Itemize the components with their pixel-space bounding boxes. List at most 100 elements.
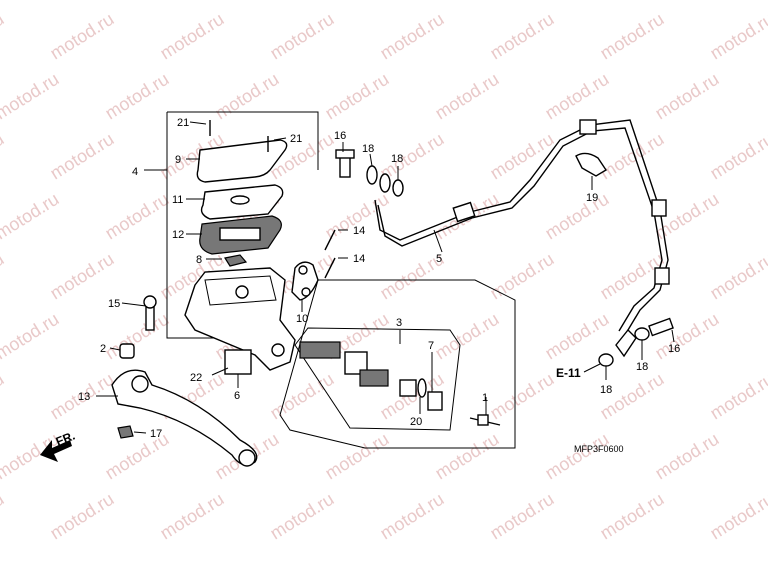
watermark-text: motod.ru <box>102 189 173 244</box>
callout-21-left: 21 <box>177 117 189 129</box>
bolt-14-lower <box>324 257 336 279</box>
watermark-text: motod.ru <box>707 369 768 424</box>
clutch-lever <box>111 369 258 466</box>
watermark-text: motod.ru <box>707 489 768 544</box>
callout-10: 10 <box>296 313 308 325</box>
watermark-text: motod.ru <box>377 489 448 544</box>
kit-frame-3 <box>294 327 461 431</box>
watermark-text: motod.ru <box>47 249 118 304</box>
banjo-fitting <box>615 328 637 358</box>
piston-kit <box>299 341 443 411</box>
washer-18-right <box>634 327 650 341</box>
piston-washer <box>399 379 417 397</box>
callout-22: 22 <box>190 372 202 384</box>
callout-14-lower: 14 <box>353 253 365 265</box>
watermark-text: motod.ru <box>157 9 228 64</box>
clamp-hole-top <box>298 265 308 275</box>
lever-bushing <box>119 343 135 359</box>
watermark-text: motod.ru <box>47 9 118 64</box>
callout-11: 11 <box>172 194 183 206</box>
watermark-text: motod.ru <box>0 69 62 124</box>
float-piece <box>224 254 248 267</box>
watermark-text: motod.ru <box>542 429 613 484</box>
watermark-text: motod.ru <box>212 0 283 3</box>
master-cylinder-body <box>184 267 296 371</box>
callout-12: 12 <box>172 229 184 241</box>
assembly-frame-4 <box>167 111 319 170</box>
watermark-text: motod.ru <box>487 129 558 184</box>
callout-18-c: 18 <box>636 361 648 373</box>
clamp-hole-bottom <box>301 287 311 297</box>
plate-hole <box>230 195 250 205</box>
hose-clip <box>575 152 607 177</box>
watermark-text: motod.ru <box>542 189 613 244</box>
watermark-text: motod.ru <box>707 129 768 184</box>
watermark-text: motod.ru <box>47 129 118 184</box>
callout-18-d: 18 <box>600 384 612 396</box>
body-port <box>235 285 249 299</box>
watermark-text: motod.ru <box>652 69 723 124</box>
watermark-text: motod.ru <box>432 309 503 364</box>
callout-3: 3 <box>396 317 402 329</box>
clamp-holder <box>291 261 319 301</box>
watermark-text: motod.ru <box>707 9 768 64</box>
pivot-bolt-head <box>143 295 157 309</box>
reservoir-opening <box>204 275 277 306</box>
watermark-text: motod.ru <box>487 489 558 544</box>
watermark-text: motod.ru <box>102 309 173 364</box>
front-direction-label: FR. <box>54 429 77 449</box>
watermark-text: motod.ru <box>432 69 503 124</box>
diagram-code: MFP3F0600 <box>574 444 624 454</box>
watermark-text: motod.ru <box>432 0 503 3</box>
diaphragm-center <box>219 227 261 241</box>
callout-6: 6 <box>234 390 240 402</box>
watermark-text: motod.ru <box>0 9 7 64</box>
watermark-text: motod.ru <box>47 489 118 544</box>
front-arrow-icon <box>40 440 72 462</box>
callout-21-right: 21 <box>290 133 302 145</box>
oil-bolt-head-top <box>335 149 355 159</box>
hose-fitting-upper <box>452 201 476 223</box>
piston-seal <box>359 369 389 387</box>
watermark-text: motod.ru <box>597 489 668 544</box>
watermark-text: motod.ru <box>267 9 338 64</box>
watermark-text: motod.ru <box>487 249 558 304</box>
callout-17: 17 <box>150 428 162 440</box>
watermark-text: motod.ru <box>0 489 7 544</box>
callout-8: 8 <box>196 254 202 266</box>
watermark-text: motod.ru <box>0 369 7 424</box>
callout-19: 19 <box>586 192 598 204</box>
callout-1: 1 <box>482 392 488 404</box>
watermark-text: motod.ru <box>102 0 173 3</box>
watermark-text: motod.ru <box>267 369 338 424</box>
watermark-text: motod.ru <box>487 369 558 424</box>
hose-fitting-low <box>654 267 670 285</box>
watermark-text: motod.ru <box>652 309 723 364</box>
callout-18-a: 18 <box>362 143 374 155</box>
oil-bolt-16-right <box>648 317 674 337</box>
watermark-text: motod.ru <box>0 0 62 3</box>
reservoir-cap <box>196 139 288 183</box>
bolt-14-upper <box>324 229 336 251</box>
watermark-text: motod.ru <box>0 249 7 304</box>
watermark-text: motod.ru <box>0 129 7 184</box>
callout-5: 5 <box>436 253 442 265</box>
callout-20: 20 <box>410 416 422 428</box>
watermark-text: motod.ru <box>0 309 62 364</box>
callout-2: 2 <box>100 343 106 355</box>
callout-14-upper: 14 <box>353 225 365 237</box>
watermark-text: motod.ru <box>597 9 668 64</box>
watermark-text: motod.ru <box>322 429 393 484</box>
assembly-frame-3 <box>279 279 516 449</box>
watermark-text: motod.ru <box>707 249 768 304</box>
watermark-text: motod.ru <box>487 9 558 64</box>
reference-e11: E-11 <box>556 366 581 380</box>
washer-18-left <box>598 353 614 367</box>
callout-15: 15 <box>108 298 120 310</box>
watermark-text: motod.ru <box>157 489 228 544</box>
watermark-text: motod.ru <box>0 189 62 244</box>
watermark-text: motod.ru <box>597 129 668 184</box>
